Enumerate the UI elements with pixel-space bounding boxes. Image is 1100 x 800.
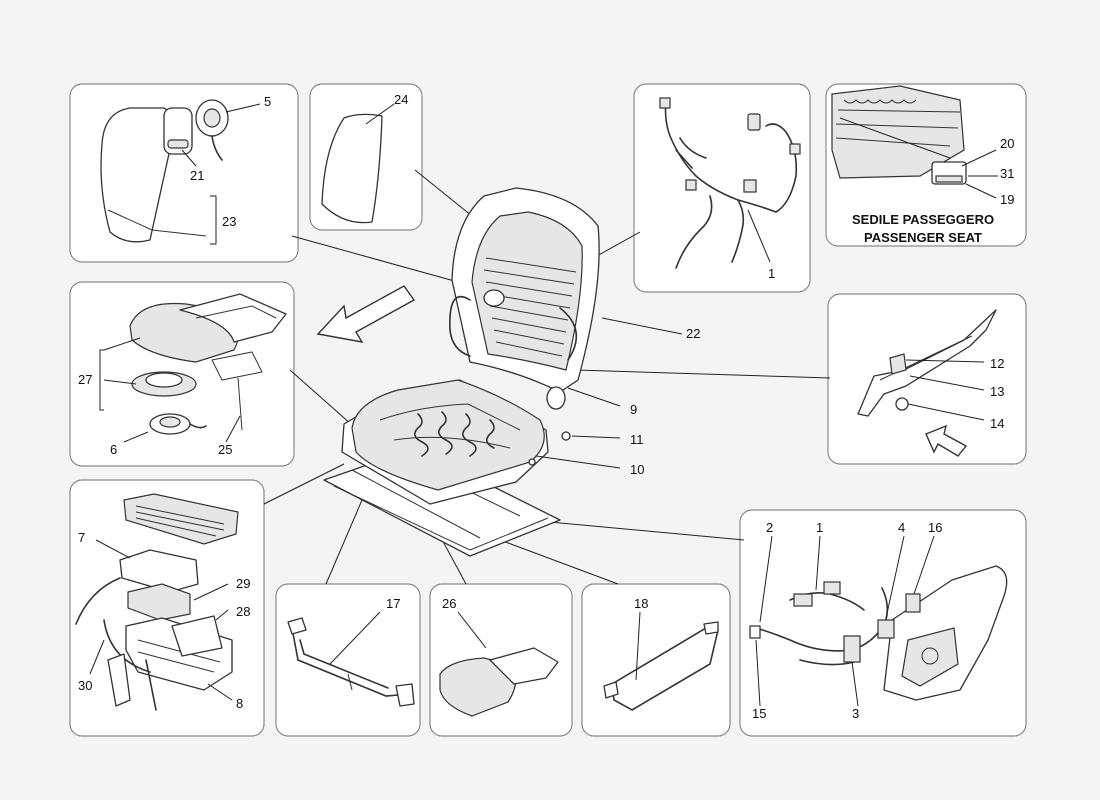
callout-7: 7 [78, 530, 85, 545]
panel-part-17 [275, 583, 421, 737]
callout-11: 11 [630, 432, 644, 447]
callout-8: 8 [236, 696, 243, 711]
part-18-group [603, 611, 719, 711]
central-seat-assembly [323, 187, 600, 557]
control-units-group [75, 493, 239, 711]
caption-passenger-seat: PASSENGER SEAT [864, 230, 982, 245]
callout-19: 19 [1000, 192, 1014, 207]
callout-2: 2 [766, 520, 773, 535]
switch-harness-group [749, 535, 1008, 707]
headrest-group [100, 99, 261, 245]
caption-sedile-passeggero: SEDILE PASSEGGERO [852, 212, 994, 227]
assembly-direction-arrow [316, 285, 416, 343]
part-26-group [439, 611, 559, 717]
callout-4: 4 [898, 520, 905, 535]
panel-part-18 [581, 583, 731, 737]
callout-27: 27 [78, 372, 92, 387]
callout-31: 31 [1000, 166, 1014, 181]
callout-15: 15 [752, 706, 766, 721]
callout-5: 5 [264, 94, 271, 109]
passenger-seat-inset-group [831, 85, 998, 199]
callout-16: 16 [928, 520, 942, 535]
brackets-group [857, 309, 997, 457]
callout-22: 22 [686, 326, 700, 341]
callout-26: 26 [442, 596, 456, 611]
backrest-panel-group [321, 103, 395, 224]
callout-21: 21 [190, 168, 204, 183]
callout-18: 18 [634, 596, 648, 611]
mounting-direction-arrow [925, 424, 968, 457]
callout-12: 12 [990, 356, 1004, 371]
callout-23: 23 [222, 214, 236, 229]
callout-6: 6 [110, 442, 117, 457]
callout-28: 28 [236, 604, 250, 619]
callout-1-switch: 1 [816, 520, 823, 535]
callout-24: 24 [394, 92, 408, 107]
callout-29: 29 [236, 576, 250, 591]
part-17-group [287, 611, 415, 707]
callout-9: 9 [630, 402, 637, 417]
callout-13: 13 [990, 384, 1004, 399]
wiring-harness-group [659, 97, 801, 269]
callout-25: 25 [218, 442, 232, 457]
callout-20: 20 [1000, 136, 1014, 151]
callout-30: 30 [78, 678, 92, 693]
callout-14: 14 [990, 416, 1004, 431]
callout-3: 3 [852, 706, 859, 721]
callout-17: 17 [386, 596, 400, 611]
cushion-group [99, 293, 287, 443]
callout-1-harness: 1 [768, 266, 775, 281]
central-leaders [535, 317, 683, 469]
panel-wiring-harness [633, 83, 811, 293]
callout-10: 10 [630, 462, 644, 477]
